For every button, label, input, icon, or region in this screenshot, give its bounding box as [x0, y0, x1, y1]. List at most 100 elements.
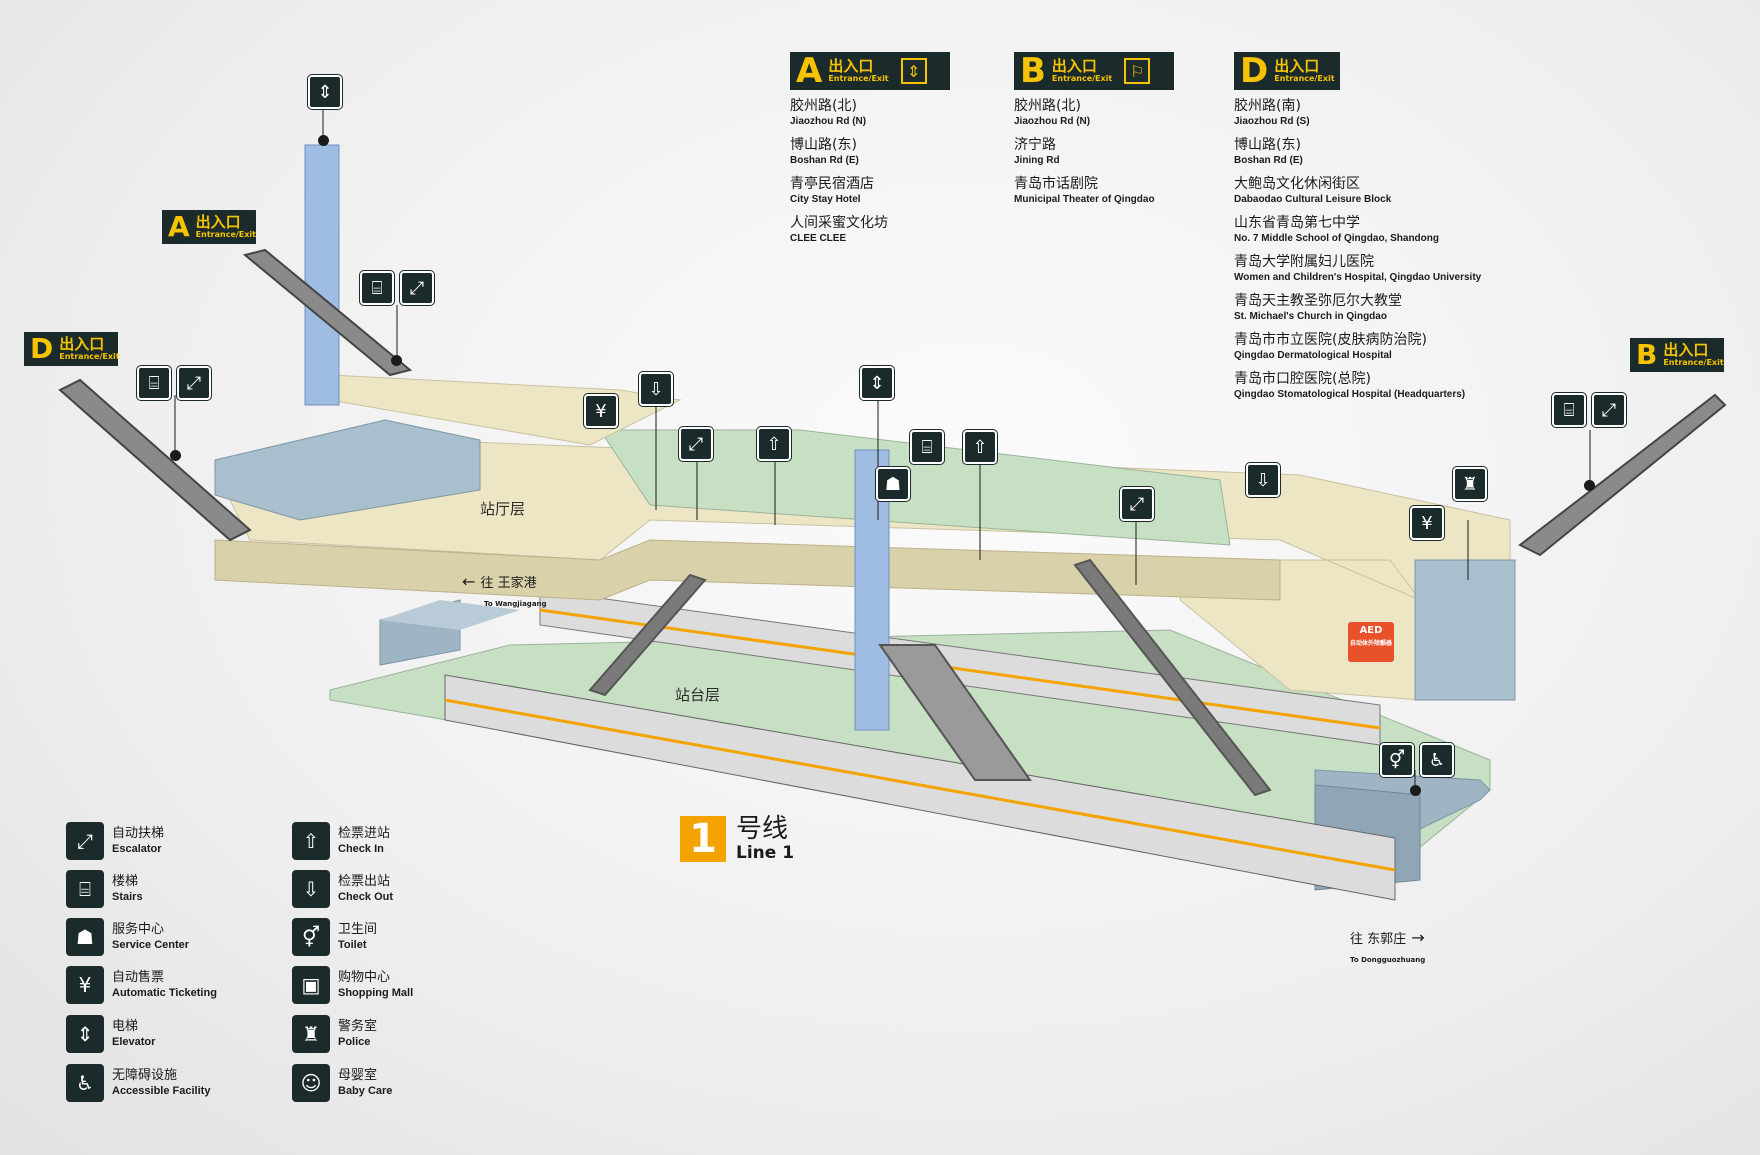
check-in-icon[interactable]: ⇧ — [963, 430, 997, 464]
legend-en: Toilet — [338, 939, 367, 951]
legend-escalator: ⤢ 自动扶梯 Escalator — [66, 822, 164, 860]
elevator-icon[interactable]: ⇕ — [860, 366, 894, 400]
service-center-icon[interactable]: ☗ — [876, 467, 910, 501]
ticket-machine-icon[interactable]: ¥ — [1410, 506, 1444, 540]
stairs-icon[interactable]: ⌸ — [137, 366, 171, 400]
baby-care-icon: ☺ — [292, 1064, 330, 1102]
exit-label-zh: 出入口 — [1051, 57, 1097, 75]
escalator-platform-left — [588, 573, 707, 697]
arrow-left-icon: ← — [462, 572, 476, 591]
escalator-icon[interactable]: ⤢ — [400, 271, 434, 305]
escalator-icon[interactable]: ⤢ — [1120, 487, 1154, 521]
toilet-icon: ⚥ — [292, 918, 330, 956]
map-pin — [1584, 480, 1595, 491]
exit-label-zh: 出入口 — [1274, 57, 1320, 75]
destination-zh: 山东省青岛第七中学 — [1234, 215, 1360, 231]
legend-zh: 服务中心 — [112, 922, 165, 937]
legend-en: Check Out — [338, 891, 394, 903]
direction-zh: 往 东郭庄 — [1350, 932, 1407, 947]
exit-label-zh: 出入口 — [195, 213, 241, 231]
legend-en: Baby Care — [338, 1085, 393, 1097]
exit-label-en: Entrance/Exit — [59, 352, 120, 361]
destination-zh: 胶州路(南) — [1234, 98, 1301, 114]
legend-zh: 卫生间 — [338, 922, 378, 937]
check-out-icon[interactable]: ⇩ — [639, 372, 673, 406]
escalator-icon[interactable]: ⤢ — [1592, 393, 1626, 427]
destination-item: 博山路(东)Boshan Rd (E) — [790, 137, 888, 167]
train-front — [444, 674, 1396, 901]
service-center-icon: ☗ — [66, 918, 104, 956]
destination-zh: 青岛大学附属妇儿医院 — [1234, 254, 1374, 270]
escalator-d — [58, 378, 252, 542]
legend-zh: 自动扶梯 — [112, 826, 165, 841]
ticket-machine-icon[interactable]: ¥ — [584, 394, 618, 428]
destination-en: Qingdao Stomatological Hospital (Headqua… — [1234, 389, 1466, 400]
destination-en: Boshan Rd (E) — [790, 155, 859, 166]
escalator-icon[interactable]: ⤢ — [177, 366, 211, 400]
destination-item: 青岛大学附属妇儿医院 Women and Children's Hospital,… — [1234, 254, 1481, 284]
destination-item: 青岛市口腔医院(总院) Qingdao Stomatological Hospit… — [1234, 371, 1481, 401]
legend-zh: 警务室 — [338, 1019, 378, 1034]
legend-en: Automatic Ticketing — [112, 987, 217, 999]
toilet-icon[interactable]: ⚥ — [1380, 743, 1414, 777]
destination-item: 胶州路(南)Jiaozhou Rd (S) — [1234, 98, 1481, 128]
aed-icon[interactable]: AED 自动体外除颤器 — [1348, 622, 1394, 662]
destination-en: Qingdao Dermatological Hospital — [1234, 350, 1392, 361]
check-out-icon[interactable]: ⇩ — [1246, 463, 1280, 497]
concourse-block-right — [1414, 559, 1516, 701]
destination-zh: 青岛市口腔医院(总院) — [1234, 371, 1371, 387]
escalator-icon: ⤢ — [66, 822, 104, 860]
elevator-icon: ⇕ — [900, 58, 927, 84]
stairs-platform — [878, 644, 1032, 781]
destination-zh: 青岛天主教圣弥厄尔大教堂 — [1234, 293, 1402, 309]
legend-en: Escalator — [112, 843, 162, 855]
check-in-icon[interactable]: ⇧ — [757, 427, 791, 461]
stairs-icon[interactable]: ⌸ — [360, 271, 394, 305]
stairs-icon[interactable]: ⌸ — [1552, 393, 1586, 427]
direction-west: ← 往 王家港 To Wangjiagang — [462, 572, 547, 610]
platform-block-left-top — [380, 600, 520, 630]
exit-a-destinations: 胶州路(北)Jiaozhou Rd (N) 博山路(东)Boshan Rd (E… — [790, 98, 888, 254]
destination-en: Jining Rd — [1014, 155, 1060, 166]
destination-en: Jiaozhou Rd (N) — [1014, 116, 1091, 127]
destination-item: 山东省青岛第七中学 No. 7 Middle School of Qingdao,… — [1234, 215, 1481, 245]
legend-zh: 无障碍设施 — [112, 1068, 178, 1083]
escalator-icon[interactable]: ⤢ — [679, 427, 713, 461]
legend-zh: 电梯 — [112, 1019, 139, 1034]
exit-label-zh: 出入口 — [828, 57, 874, 75]
escalator-a — [242, 248, 413, 377]
platform-level-label: 站台层 — [675, 686, 721, 704]
elevator-icon[interactable]: ⇕ — [308, 75, 342, 109]
stairs-icon: ⌸ — [66, 870, 104, 908]
destination-en: Women and Children's Hospital, Qingdao U… — [1234, 272, 1482, 283]
destination-en: No. 7 Middle School of Qingdao, Shandong — [1234, 233, 1439, 244]
destination-en: Dabaodao Cultural Leisure Block — [1234, 194, 1392, 205]
map-pin — [170, 450, 181, 461]
destination-zh: 人间采蜜文化坊 — [790, 215, 888, 231]
police-icon[interactable]: ♜ — [1453, 467, 1487, 501]
map-pin — [391, 355, 402, 366]
destination-zh: 济宁路 — [1014, 137, 1056, 153]
stairs-icon[interactable]: ⌸ — [910, 430, 944, 464]
direction-en: To Dongguozhuang — [1350, 956, 1426, 964]
legend-en: Service Center — [112, 939, 190, 951]
legend-service-center: ☗ 服务中心 Service Center — [66, 918, 189, 956]
wheelchair-icon[interactable]: ♿ — [1420, 743, 1454, 777]
check-out-icon: ⇩ — [292, 870, 330, 908]
concourse-front-edge — [214, 539, 1281, 601]
legend-zh: 检票进站 — [338, 826, 391, 841]
